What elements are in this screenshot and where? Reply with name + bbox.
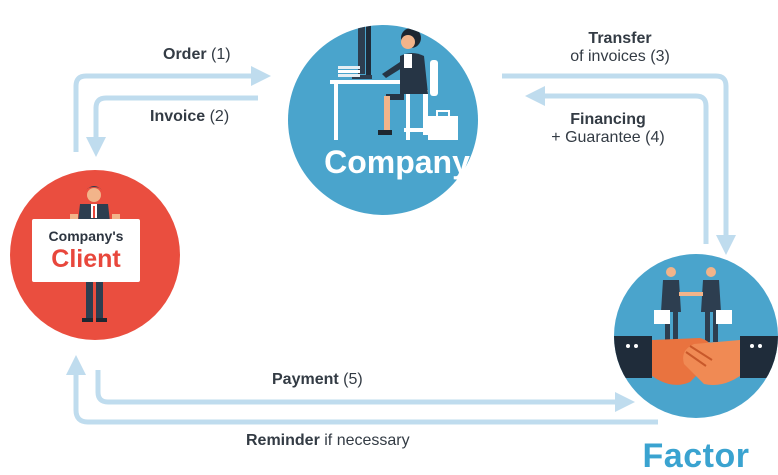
reminder-label-rest: if necessary <box>324 432 410 449</box>
company-title: Company <box>324 144 470 180</box>
reminder-label-bold: Reminder <box>246 432 320 449</box>
invoice-arrow <box>86 95 258 157</box>
payment-label: Payment (5) <box>272 371 363 389</box>
transfer-arrow <box>502 73 736 255</box>
transfer-label-bold: Transfer <box>588 30 652 47</box>
reminder-label: Reminder if necessary <box>246 432 410 450</box>
company-node <box>288 25 478 215</box>
financing-label: Financing + Guarantee (4) <box>508 111 708 147</box>
payment-arrow <box>95 370 635 412</box>
office-worker-illustration <box>330 25 458 140</box>
financing-label-rest: + Guarantee (4) <box>551 129 665 146</box>
order-label: Order (1) <box>163 46 231 64</box>
invoice-label: Invoice (2) <box>150 108 229 126</box>
payment-label-bold: Payment <box>272 371 339 388</box>
financing-arrow <box>525 86 709 244</box>
reminder-arrow <box>66 355 658 425</box>
factor-node <box>614 254 778 418</box>
order-label-bold: Order <box>163 46 207 63</box>
client-sign-line2: Client <box>51 245 121 273</box>
handshake-illustration <box>614 267 778 385</box>
client-sign: Company's Client <box>32 219 140 282</box>
order-label-step: (1) <box>211 46 231 63</box>
factor-title: Factor <box>642 437 750 475</box>
client-sign-line1: Company's <box>48 228 124 244</box>
financing-label-bold: Financing <box>570 111 646 128</box>
invoice-label-bold: Invoice <box>150 108 206 125</box>
payment-label-step: (5) <box>343 371 363 388</box>
transfer-label: Transfer of invoices (3) <box>520 30 720 66</box>
invoice-label-step: (2) <box>209 108 230 125</box>
businessman-holding-sign-illustration <box>70 186 120 322</box>
transfer-label-rest: of invoices (3) <box>570 48 670 65</box>
order-arrow <box>73 66 271 152</box>
